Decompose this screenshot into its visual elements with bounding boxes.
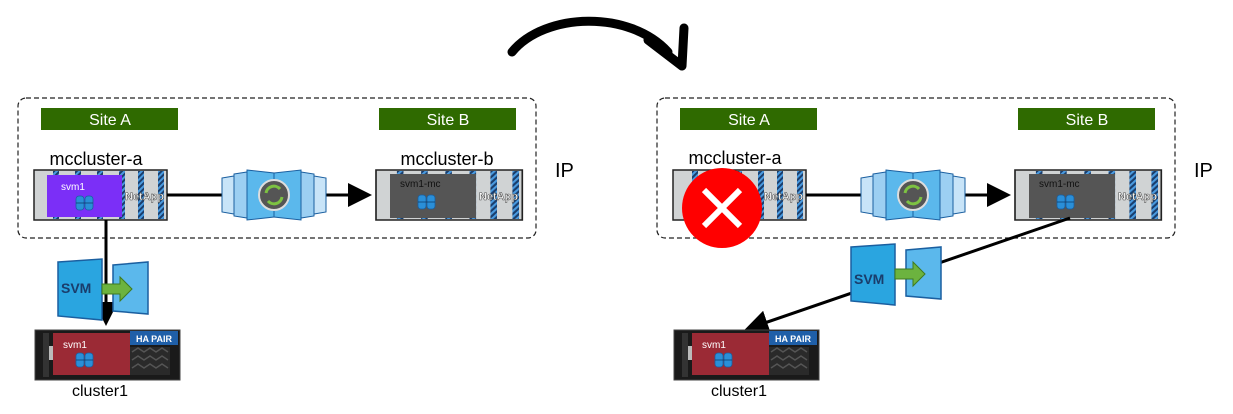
- metrocluster-boundary: [656, 97, 1176, 239]
- site-a-label: [41, 108, 178, 130]
- target-cluster-name: cluster1: [711, 383, 767, 400]
- site-a-text: Site A: [728, 112, 770, 129]
- transition-arrow: [507, 16, 673, 57]
- ha-pair-label: HA PAIR: [775, 334, 812, 344]
- ha-pair-badge: [130, 331, 178, 345]
- ha-pair-badge: [769, 331, 817, 345]
- cluster-a-name: mccluster-a: [49, 149, 143, 169]
- target-svm-label: svm1: [63, 340, 87, 351]
- site-a-text: Site A: [89, 112, 131, 129]
- site-b-text: Site B: [427, 112, 470, 129]
- site-b-label: [1018, 108, 1155, 130]
- after-panel: Site A Site B svm1-mc NetApp IP mccluste…: [656, 97, 1213, 400]
- network-label: IP: [555, 160, 574, 182]
- replication-icon: [220, 168, 328, 222]
- cluster-b-name: mccluster-b: [400, 149, 493, 169]
- target-svm-label: svm1: [702, 340, 726, 351]
- metrocluster-boundary: [17, 97, 537, 239]
- transition-arrow-head: [643, 23, 689, 71]
- brand-b: NetApp: [479, 191, 518, 203]
- target-cluster-name: cluster1: [72, 383, 128, 400]
- svm-b-label: svm1-mc: [1039, 179, 1080, 190]
- svm-migrate-label: SVM: [854, 271, 884, 287]
- svm-b-label: svm1-mc: [400, 179, 441, 190]
- svm-a-label: svm1: [61, 182, 85, 193]
- svm-a-box: [47, 175, 122, 217]
- ha-pair-label: HA PAIR: [136, 334, 173, 344]
- before-panel: Site A Site B mccluster-a mccluster-b sv…: [17, 97, 574, 400]
- svm-migrate-label: SVM: [61, 280, 91, 296]
- site-b-label: [379, 108, 516, 130]
- site-a-label: [680, 108, 817, 130]
- brand-b: NetApp: [1118, 191, 1157, 203]
- cluster-a-name: mccluster-a: [688, 148, 782, 168]
- site-b-text: Site B: [1066, 112, 1109, 129]
- network-label: IP: [1194, 160, 1213, 182]
- replication-icon: [859, 168, 967, 222]
- brand-a: NetApp: [764, 191, 803, 203]
- brand-a: NetApp: [125, 191, 164, 203]
- failure-x-mark: [701, 187, 743, 229]
